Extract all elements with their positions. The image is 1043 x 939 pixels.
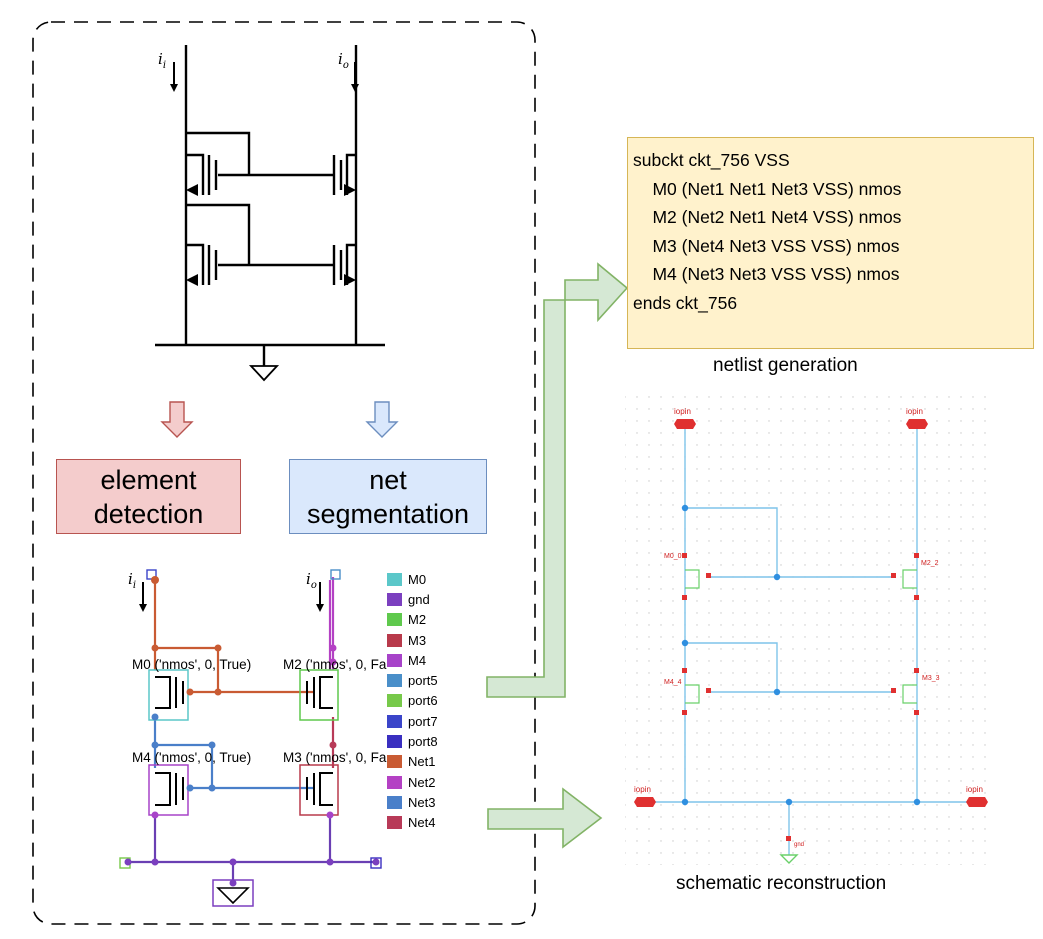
legend-item: Net1 — [387, 752, 438, 772]
legend-swatch — [387, 653, 402, 667]
current-label-in: ii — [158, 50, 167, 71]
legend-item: port7 — [387, 711, 438, 731]
dashed-container — [32, 21, 536, 925]
netlist-line: subckt ckt_756 VSS — [633, 150, 790, 170]
legend-label: M3 — [408, 632, 427, 648]
legend-label: port7 — [408, 713, 438, 729]
legend-item: M0 — [387, 569, 438, 589]
schematic-pins — [634, 419, 988, 841]
pin-label-tl: iopin — [674, 407, 691, 416]
legend-swatch — [387, 816, 402, 830]
source-circuit — [155, 45, 385, 382]
legend-item: port6 — [387, 691, 438, 711]
detection-label-m0: M0 ('nmos', 0, True) — [132, 657, 252, 672]
detection-label-m3: M3 ('nmos', 0, Fa — [283, 750, 387, 765]
net-segmentation-box: net segmentation — [289, 459, 487, 534]
source-arrows — [186, 184, 356, 286]
detection-label-m2: M2 ('nmos', 0, Fa — [283, 657, 387, 672]
legend-item: port8 — [387, 731, 438, 751]
netlist-line: M0 (Net1 Net1 Net3 VSS) nmos — [633, 178, 902, 199]
schematic-caption: schematic reconstruction — [676, 873, 887, 894]
instance-label-m2: M2_2 — [921, 560, 939, 567]
schematic-devices — [685, 569, 917, 704]
pin-label-br: iopin — [966, 785, 983, 794]
legend-label: port8 — [408, 734, 438, 750]
legend-item: M4 — [387, 650, 438, 670]
legend-item: gnd — [387, 589, 438, 609]
legend-label: Net1 — [408, 754, 436, 770]
netlist-line: M2 (Net2 Net1 Net4 VSS) nmos — [633, 207, 902, 227]
legend-swatch — [387, 795, 402, 809]
current-label-in-annotated: ii — [128, 570, 137, 591]
legend-label: Net2 — [408, 774, 436, 790]
netlist-box: subckt ckt_756 VSS M0 (Net1 Net1 Net3 VS… — [627, 137, 1034, 349]
gnd-label: gnd — [794, 842, 805, 848]
legend-swatch — [387, 572, 402, 586]
legend-swatch — [387, 633, 402, 647]
green-arrow-up — [486, 262, 629, 698]
legend-swatch — [387, 592, 402, 606]
legend-swatch — [387, 613, 402, 627]
instance-label-m3: M3_3 — [922, 675, 940, 682]
legend-item: M2 — [387, 610, 438, 630]
legend-label: port6 — [408, 693, 438, 709]
legend-label: M4 — [408, 652, 427, 668]
netlist-caption: netlist generation — [713, 355, 858, 376]
green-arrow-right — [487, 787, 603, 849]
annotated-circuit — [119, 569, 382, 907]
current-label-out: io — [338, 50, 349, 71]
legend-item: Net3 — [387, 792, 438, 812]
legend-item: Net4 — [387, 813, 438, 833]
schematic-nodes — [681, 504, 921, 806]
legend-swatch — [387, 735, 402, 749]
legend-swatch — [387, 714, 402, 728]
pin-label-tr: iopin — [906, 407, 923, 416]
legend-swatch — [387, 755, 402, 769]
red-down-arrow — [160, 401, 194, 438]
net-junctions — [124, 576, 380, 887]
legend-label: M2 — [408, 612, 427, 628]
blue-down-arrow — [365, 401, 399, 438]
legend-item: Net2 — [387, 772, 438, 792]
netlist-line: M3 (Net4 Net3 VSS VSS) nmos — [633, 235, 900, 256]
legend-swatch — [387, 674, 402, 688]
legend-label: gnd — [408, 591, 430, 607]
netlist-line: M4 (Net3 Net3 VSS VSS) nmos — [633, 264, 900, 284]
legend-item: M3 — [387, 630, 438, 650]
legend-swatch — [387, 775, 402, 789]
detection-label-m4: M4 ('nmos', 0, True) — [132, 750, 252, 765]
current-label-out-annotated: io — [306, 570, 317, 591]
instance-label-m4: M4_4 — [664, 679, 682, 686]
legend-item: port5 — [387, 670, 438, 690]
schematic-wires — [645, 425, 977, 864]
instance-label-m0: M0_0 — [664, 553, 682, 560]
schematic-grid — [625, 395, 993, 865]
pin-label-bl: iopin — [634, 785, 651, 794]
current-arrows-top — [170, 62, 359, 92]
element-detection-box: element detection — [56, 459, 241, 534]
legend-swatch — [387, 694, 402, 708]
legend-label: Net4 — [408, 815, 436, 831]
legend-label: Net3 — [408, 794, 436, 810]
legend-label: M0 — [408, 571, 427, 587]
legend-label: port5 — [408, 673, 438, 689]
netlist-line: ends ckt_756 — [633, 292, 738, 313]
